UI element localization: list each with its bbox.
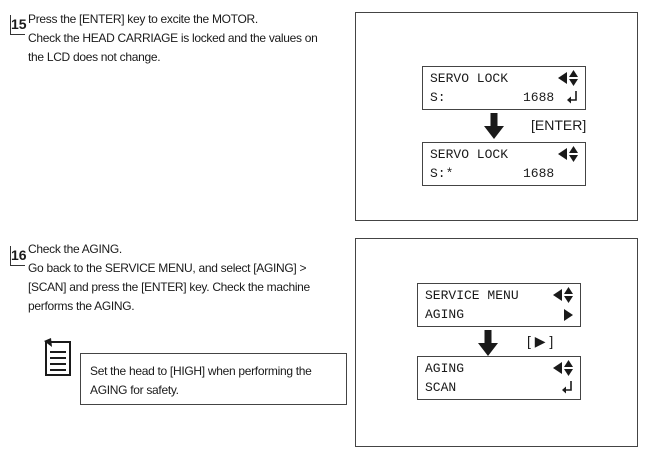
- up-down-arrow-icon: [569, 146, 578, 162]
- step-15-line-2: Check the HEAD CARRIAGE is locked and th…: [28, 31, 318, 45]
- step-16-line-3: [SCAN] and press the [ENTER] key. Check …: [28, 280, 310, 294]
- enter-return-icon: [567, 91, 577, 104]
- left-arrow-icon: [553, 362, 562, 374]
- step-16-line-1: Check the AGING.: [28, 242, 122, 256]
- left-arrow-icon: [553, 289, 562, 301]
- safety-note-box: Set the head to [HIGH] when performing t…: [80, 353, 347, 405]
- down-arrow-icon: [484, 113, 504, 139]
- note-memo-icon: [44, 338, 71, 376]
- step-number-16: 16: [10, 246, 27, 266]
- right-arrow-icon: [564, 309, 573, 321]
- step-16-display-panel: [355, 238, 638, 447]
- lcd-line-1: SERVO LOCK: [430, 147, 509, 162]
- left-arrow-icon: [558, 148, 567, 160]
- lcd-line-2: SCAN: [425, 380, 457, 395]
- left-arrow-icon: [558, 72, 567, 84]
- lcd-line-1: SERVICE MENU: [425, 288, 519, 303]
- step-number-15: 15: [10, 15, 27, 35]
- lcd-aging-scan: AGING SCAN: [417, 356, 581, 400]
- note-line-1: Set the head to [HIGH] when performing t…: [90, 364, 312, 378]
- step-15-line-3: the LCD does not change.: [28, 50, 161, 64]
- lcd-line-1: AGING: [425, 361, 465, 376]
- step-16-line-4: performs the AGING.: [28, 299, 135, 313]
- lcd-service-menu: SERVICE MENU AGING: [417, 283, 581, 327]
- step-15-line-1: Press the [ENTER] key to excite the MOTO…: [28, 12, 258, 26]
- right-key-label: [ ▶ ]: [527, 333, 554, 349]
- step-15-display-panel: [355, 12, 638, 221]
- note-line-2: AGING for safety.: [90, 383, 179, 397]
- down-arrow-icon: [478, 330, 498, 356]
- up-down-arrow-icon: [564, 287, 573, 303]
- lcd-line-2: AGING: [425, 307, 465, 322]
- enter-return-icon: [562, 381, 572, 394]
- lcd-line-2-label: S:*: [430, 166, 454, 181]
- enter-key-label: [ENTER]: [531, 117, 587, 133]
- lcd-line-1: SERVO LOCK: [430, 71, 509, 86]
- lcd-line-2-label: S:: [430, 90, 446, 105]
- up-down-arrow-icon: [569, 70, 578, 86]
- lcd-line-2-value: 1688: [523, 166, 555, 181]
- lcd-servo-lock-after: SERVO LOCK S:* 1688: [422, 142, 586, 186]
- up-down-arrow-icon: [564, 360, 573, 376]
- lcd-line-2-value: 1688: [523, 90, 555, 105]
- lcd-servo-lock-before: SERVO LOCK S: 1688: [422, 66, 586, 110]
- step-16-line-2: Go back to the SERVICE MENU, and select …: [28, 261, 307, 275]
